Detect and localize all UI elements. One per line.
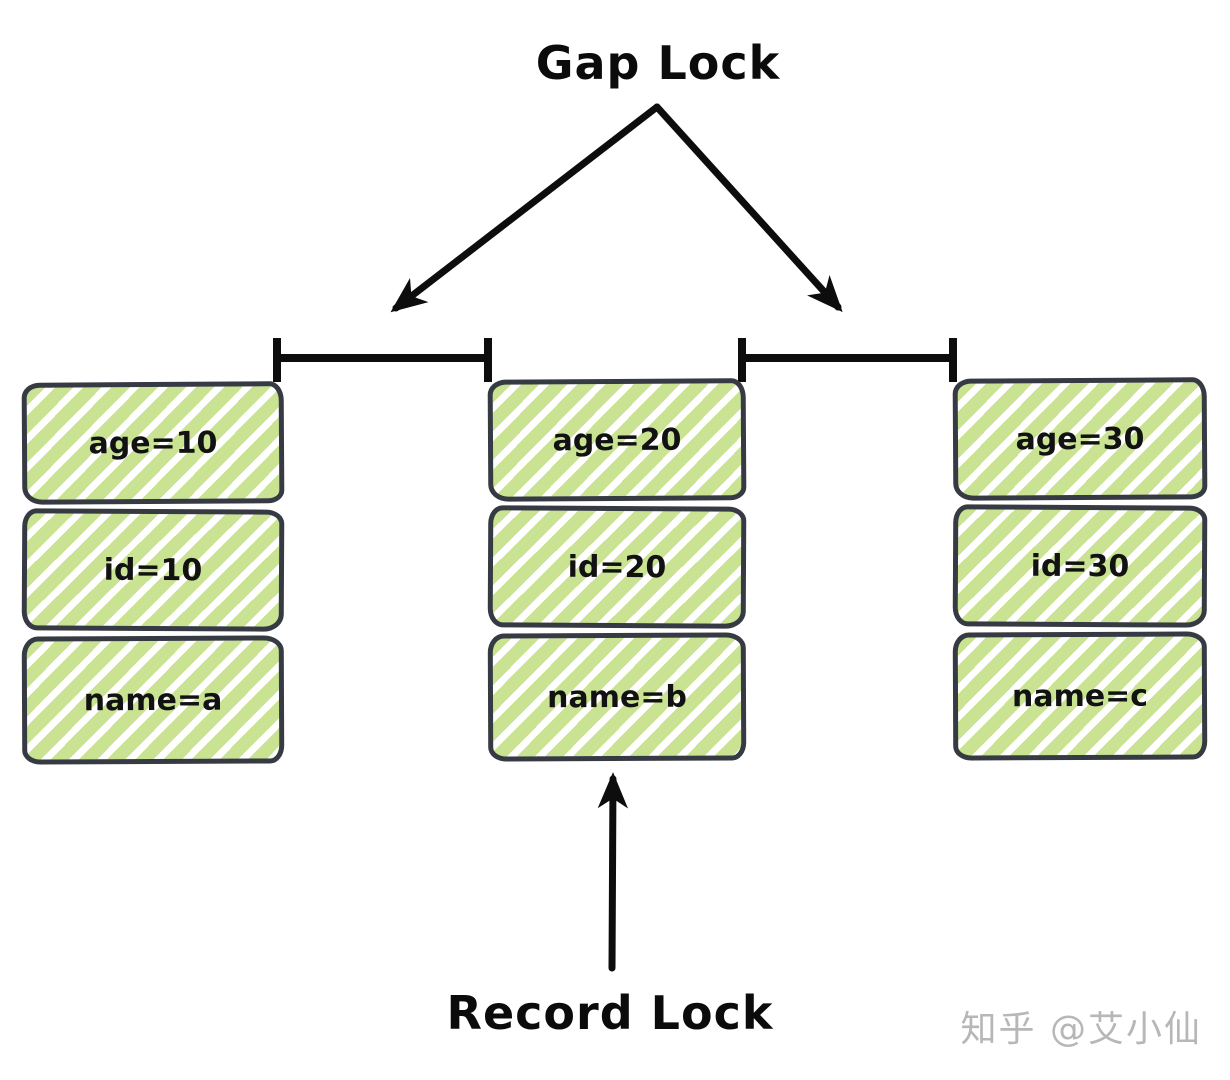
gap-lock-arrow-left xyxy=(390,103,661,313)
record-cell-age: age=30 xyxy=(952,377,1208,501)
record-cell-name: name=a xyxy=(21,635,285,765)
record-cell-id: id=10 xyxy=(21,508,285,632)
gap-range-marker-left xyxy=(273,338,492,382)
record-cell-name: name=c xyxy=(952,631,1208,761)
record-cell-age: age=10 xyxy=(21,381,285,505)
watermark: 知乎 @艾小仙 xyxy=(960,1009,1202,1050)
record-column-2: age=20 id=20 name=b xyxy=(487,378,747,762)
gap-lock-arrow-right xyxy=(653,103,843,313)
record-cell-id: id=30 xyxy=(952,504,1208,628)
record-cell-age: age=20 xyxy=(487,378,747,502)
record-column-3: age=30 id=30 name=c xyxy=(952,377,1208,761)
record-cell-id: id=20 xyxy=(487,505,747,629)
record-column-1: age=10 id=10 name=a xyxy=(21,381,285,765)
record-cell-name: name=b xyxy=(487,632,747,762)
gap-lock-label: Gap Lock xyxy=(535,36,781,90)
gap-range-marker-right xyxy=(738,338,957,382)
record-lock-label: Record Lock xyxy=(446,986,774,1040)
record-lock-arrow xyxy=(597,772,629,972)
